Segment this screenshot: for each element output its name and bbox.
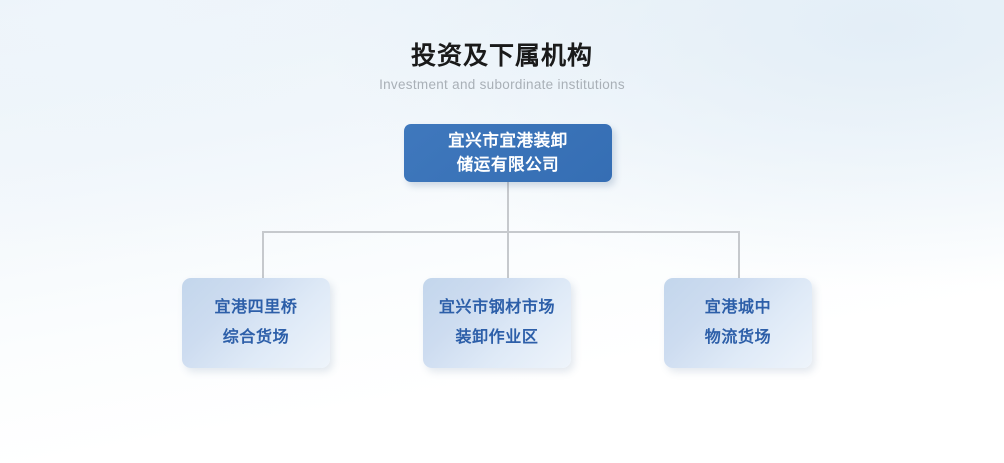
org-node-root-line2: 储运有限公司: [456, 156, 560, 174]
org-node-child-1[interactable]: 宜港四里桥 综合货场: [182, 278, 330, 368]
page-subtitle: Investment and subordinate institutions: [379, 77, 625, 92]
org-node-child-2[interactable]: 宜兴市钢材市场 装卸作业区: [423, 278, 571, 368]
org-node-child-2-line2: 装卸作业区: [455, 329, 539, 346]
org-node-child-3[interactable]: 宜港城中 物流货场: [664, 278, 812, 368]
page-title: 投资及下属机构: [410, 42, 593, 70]
connector-stem-root: [507, 182, 509, 278]
org-node-child-1-line2: 综合货场: [222, 329, 290, 346]
org-node-child-3-line2: 物流货场: [704, 329, 772, 346]
connector-horizontal-bar: [262, 231, 740, 233]
org-node-root-line1: 宜兴市宜港装卸: [448, 132, 568, 150]
org-node-root[interactable]: 宜兴市宜港装卸 储运有限公司: [404, 124, 612, 182]
connector-drop-left: [262, 231, 264, 278]
connector-drop-right: [738, 231, 740, 278]
org-node-child-3-line1: 宜港城中: [704, 299, 772, 316]
org-node-child-1-line1: 宜港四里桥: [214, 299, 298, 316]
page-header: 投资及下属机构 Investment and subordinate insti…: [0, 40, 1004, 94]
org-node-child-2-line1: 宜兴市钢材市场: [438, 299, 556, 316]
